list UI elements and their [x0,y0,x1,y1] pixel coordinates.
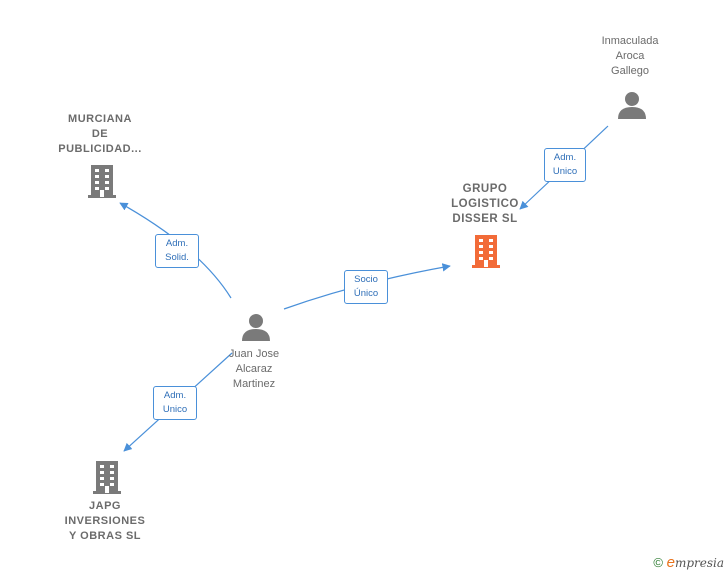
edge-label-juan-japg: Adm. Unico [153,386,197,420]
node-label-juan[interactable]: Juan Jose Alcaraz Martinez [228,348,280,390]
node-label-japg[interactable]: JAPG INVERSIONES Y OBRAS SL [64,500,146,542]
person-icon[interactable] [616,90,648,120]
node-label-inmaculada[interactable]: Inmaculada Aroca Gallego [601,35,659,77]
node-label-murciana[interactable]: MURCIANA DE PUBLICIDAD... [58,113,142,155]
building-icon[interactable] [86,163,118,199]
person-icon[interactable] [240,312,272,342]
node-label-grupo[interactable]: GRUPO LOGISTICO DISSER SL [451,183,519,225]
edge-label-inmaculada-grupo: Adm. Unico [544,148,586,182]
edge-label-juan-grupo: Socio Único [344,270,388,304]
edge-label-juan-murciana: Adm. Solid. [155,234,199,268]
building-icon[interactable] [91,459,123,495]
copyright-icon: © [653,555,663,570]
empresia-logo-letter: e [666,554,675,571]
building-icon[interactable] [470,233,502,269]
empresia-logo-text: mpresia [674,556,724,570]
brand-footer[interactable]: © empresia [653,554,724,571]
